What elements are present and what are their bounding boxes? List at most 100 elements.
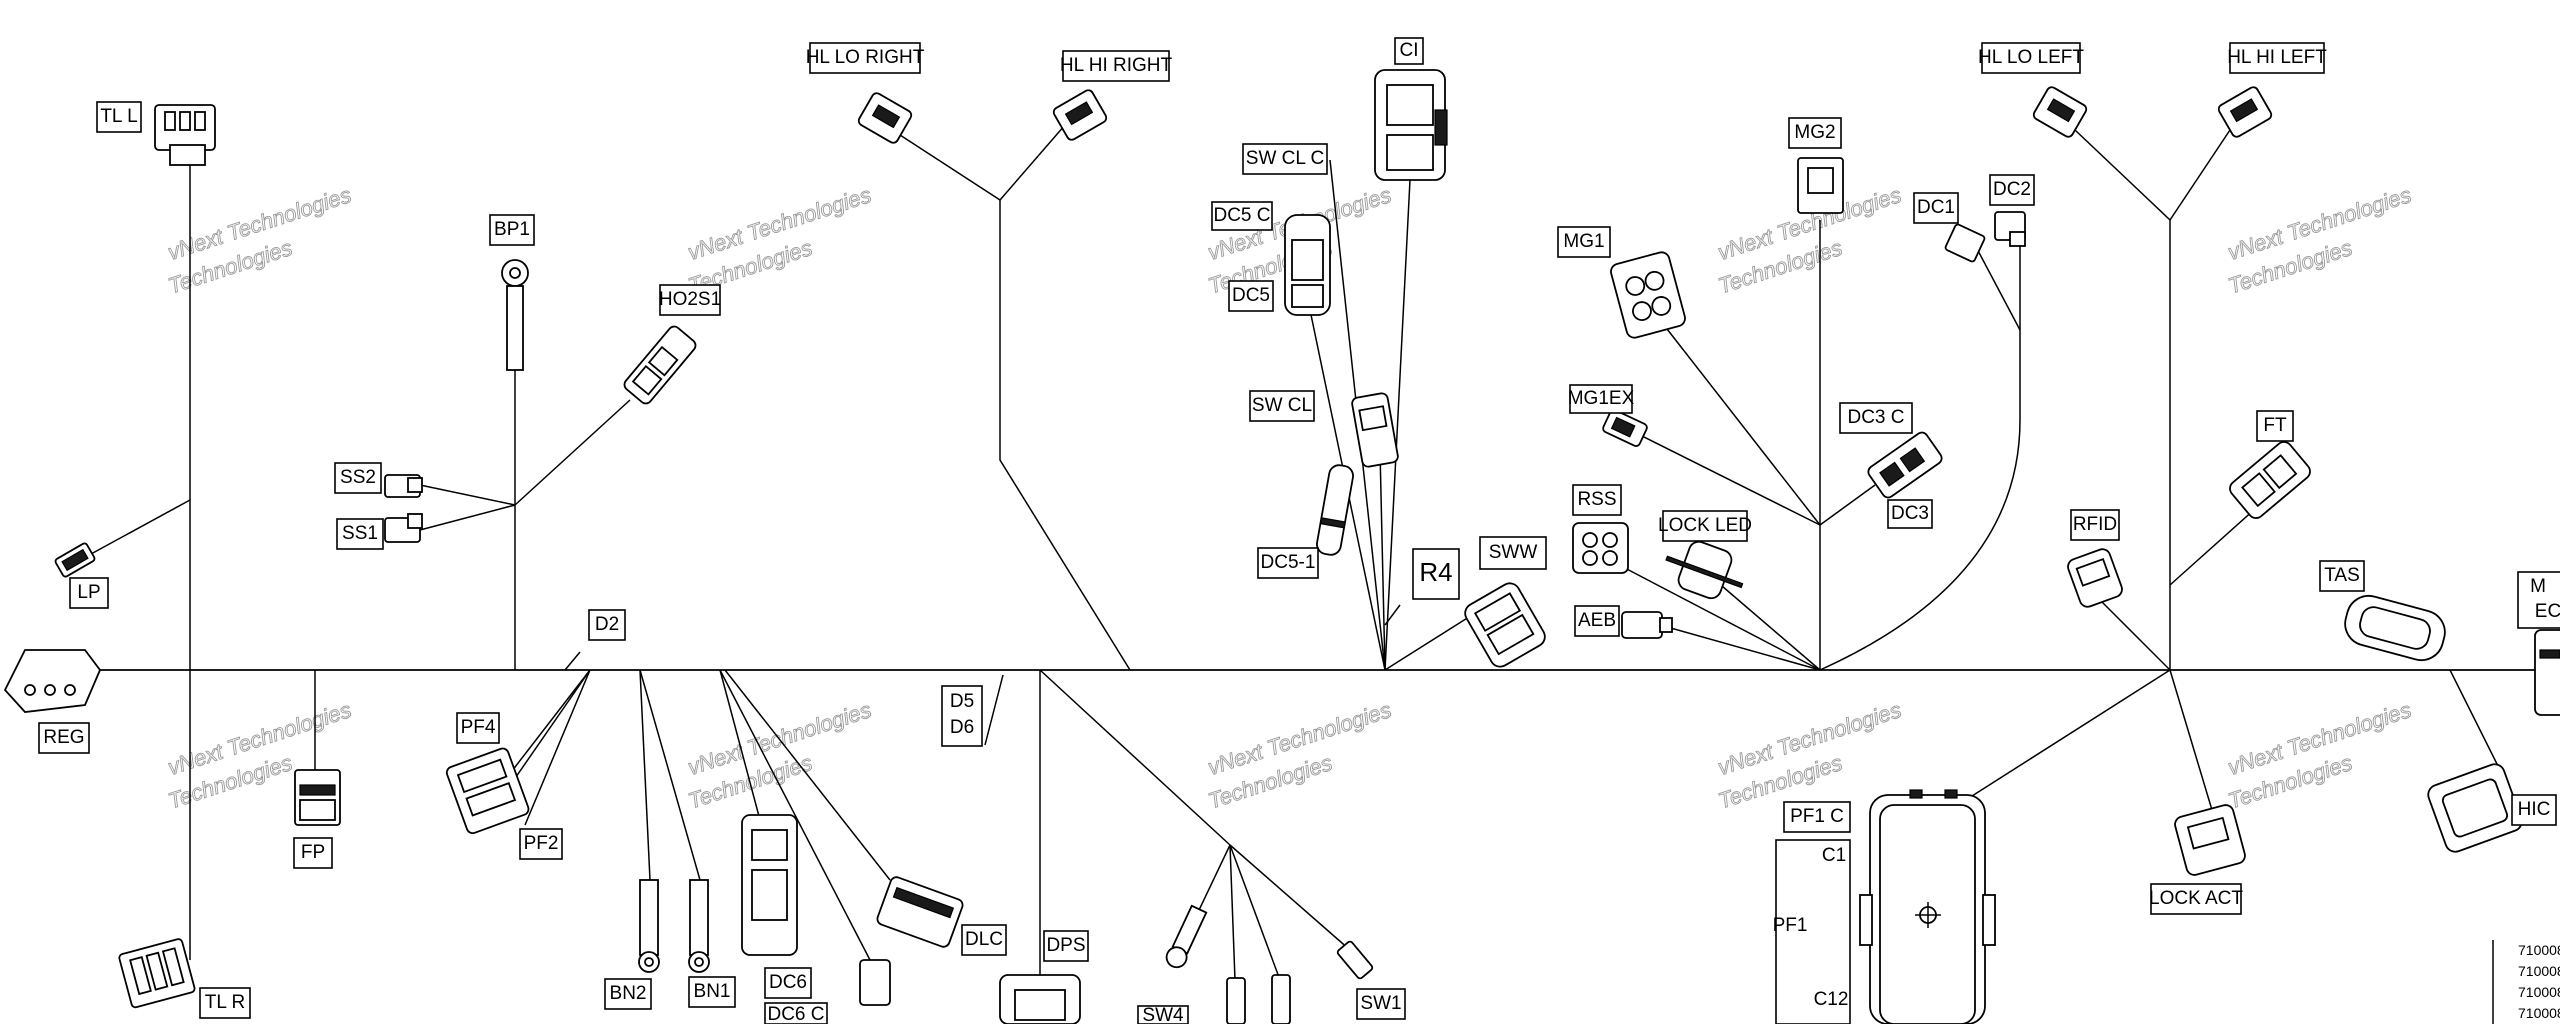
ho2s1-connector-icon [623,325,697,405]
lp-connector-icon [54,542,96,578]
svg-text:DC1: DC1 [1917,197,1955,218]
wire-mg1ex [1639,434,1821,526]
wire-sw3 [1229,844,1236,981]
wire-pf4 [504,669,591,781]
bn2-ring-terminal-icon [638,879,660,973]
dc1-connector-icon [1944,223,1986,263]
label-sww: SWW [1479,536,1547,570]
label-hl-hi-left: HL HI LEFT [2227,42,2327,74]
aeb-connector-icon [1621,611,1673,639]
part-number: 710008 [2518,963,2560,979]
svg-text:SW1: SW1 [1360,993,1401,1014]
label-tl-l: TL L [96,101,142,133]
hl-lo-right-connector-icon [857,92,913,144]
wire-dc [1819,240,2021,671]
svg-text:BN2: BN2 [610,983,647,1004]
rss-connector-icon [1572,522,1629,574]
part-number-table: 710008 710008 710008 710008 [2492,940,2560,1024]
hl-hi-right-connector-icon [1052,89,1108,141]
label-pf2: PF2 [519,828,563,860]
svg-text:DC6 C: DC6 C [767,1004,824,1024]
label-rss: RSS [1572,484,1622,516]
splice-d5d6-arrow [984,674,1004,746]
svg-text:HIC: HIC [2518,799,2551,820]
label-ho2s1: HO2S1 [659,284,721,316]
wire-lock-act [2169,669,2216,821]
label-fp: FP [293,837,333,869]
svg-text:C1: C1 [1822,845,1846,866]
label-ss2: SS2 [334,462,382,494]
svg-text:SS1: SS1 [342,523,378,544]
svg-text:DC5-1: DC5-1 [1261,552,1316,573]
label-lp: LP [69,577,109,609]
part-number: 710008 [2518,984,2560,1000]
dc5-connector-icon [1284,214,1331,316]
label-dc5: DC5 [1228,280,1274,312]
wire-dc6c [719,669,871,961]
label-hl-hi-right: HL HI RIGHT [1060,50,1173,82]
label-sw1: SW1 [1356,988,1406,1020]
label-tas: TAS [2319,560,2365,592]
lock-led-connector-icon [1665,540,1744,600]
wire-ho2s1 [514,399,631,506]
svg-text:FP: FP [301,842,325,863]
sw4-ring-terminal-icon [1165,904,1208,969]
svg-text:DC2: DC2 [1993,179,2031,200]
wire-hl-lo-right [899,134,1001,201]
svg-text:BN1: BN1 [694,981,731,1002]
label-bn1: BN1 [688,976,736,1008]
label-hic: HIC [2511,794,2557,826]
ft-connector-icon [2229,441,2311,519]
svg-text:D6: D6 [950,717,974,738]
wire-pf2 [524,669,591,826]
label-lock-act: LOCK ACT [2149,883,2243,915]
svg-text:TL L: TL L [100,106,137,127]
hl-hi-left-connector-icon [2217,86,2273,138]
label-tl-r: TL R [199,987,251,1019]
svg-text:HL LO LEFT: HL LO LEFT [1978,47,2084,68]
watermark: vNext Technologies Technologies [684,697,874,814]
lock-act-connector-icon [2174,804,2246,876]
wire-sw1 [1229,844,1351,951]
mg1-connector-icon [1610,251,1686,339]
wire-ss1 [419,504,516,531]
wire-hl-right-trunk [999,200,1131,671]
label-hl-lo-right: HL LO RIGHT [806,42,925,74]
label-ci: CI [1394,37,1424,65]
splice-r4-arrow [1384,604,1401,626]
svg-text:LOCK ACT: LOCK ACT [2149,888,2243,909]
rfid-connector-icon [2067,548,2123,608]
hic-connector-icon [2427,763,2523,853]
watermark: vNext Technologies Technologies [1204,697,1394,814]
sww-connector-icon [1464,582,1546,668]
svg-text:PF2: PF2 [524,833,559,854]
label-dc3: DC3 [1887,499,1933,529]
svg-text:SW CL C: SW CL C [1246,148,1324,169]
svg-text:SWW: SWW [1489,542,1538,563]
label-m-ec: MEC [2517,571,2560,629]
wire-dc1 [1974,244,2021,331]
label-aeb: AEB [1574,605,1620,637]
m-ec-connector-icon [2534,629,2560,716]
label-pf1-c: PF1 C [1783,801,1851,833]
label-dc3-c: DC3 C [1839,402,1913,434]
label-mg2: MG2 [1788,117,1842,149]
wire-lock-led [1714,579,1821,671]
watermark: vNext Technologies Technologies [2224,182,2414,299]
svg-text:D2: D2 [595,614,619,635]
sw-cl-connector-icon [1351,392,1399,468]
label-dlc: DLC [961,924,1007,956]
svg-text:D5: D5 [950,691,974,712]
label-rfid: RFID [2070,509,2120,541]
dps-connector-icon [999,974,1081,1024]
reg-connector-icon [3,649,102,713]
label-hl-lo-left: HL LO LEFT [1978,42,2084,74]
svg-text:R4: R4 [1419,557,1452,587]
svg-text:RSS: RSS [1577,489,1616,510]
mg1ex-connector-icon [1602,409,1648,447]
svg-text:RFID: RFID [2073,514,2117,535]
wire-pf1 [1949,669,2171,811]
svg-text:LOCK LED: LOCK LED [1658,515,1752,536]
svg-text:HL LO RIGHT: HL LO RIGHT [806,47,925,68]
fp-connector-icon [294,769,341,826]
